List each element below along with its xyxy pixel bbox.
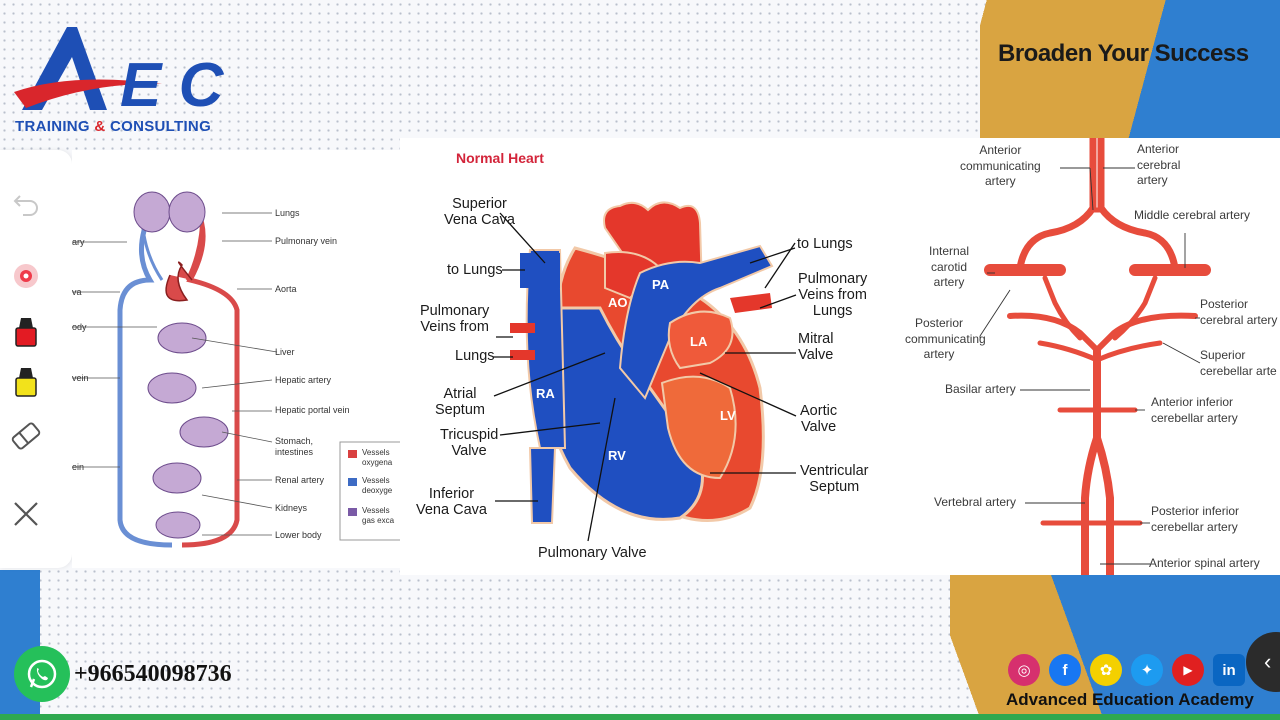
chevron-left-icon[interactable]: ‹	[1246, 632, 1280, 692]
youtube-icon[interactable]: ▶	[1172, 654, 1204, 686]
label-kidneys: Kidneys	[275, 503, 308, 513]
circulation-diagram: Lungs Pulmonary vein Aorta Liver Hepatic…	[72, 150, 400, 568]
close-icon[interactable]	[8, 496, 44, 532]
label-middle-cerebral-artery: Middle cerebral artery	[1134, 208, 1251, 222]
label-to-lungs-right: to Lungs	[797, 236, 853, 252]
label-to-lungs-left: to Lungs	[447, 262, 503, 278]
label-left-ary: ary	[72, 237, 85, 247]
snapchat-icon[interactable]: ✿	[1090, 654, 1122, 686]
label-basilar-artery: Basilar artery	[945, 382, 1016, 396]
linkedin-icon[interactable]: in	[1213, 654, 1245, 686]
tagline: Broaden Your Success	[998, 40, 1249, 67]
annotation-toolbar	[0, 150, 72, 568]
bottom-accent-bar	[0, 714, 1280, 720]
whatsapp-icon[interactable]	[14, 646, 70, 702]
label-vertebral-artery: Vertebral artery	[934, 495, 1017, 509]
label-anterior-spinal-artery: Anterior spinal artery	[1149, 556, 1260, 570]
undo-icon[interactable]	[8, 184, 44, 220]
instagram-icon[interactable]: ◎	[1008, 654, 1040, 686]
svg-text:E C: E C	[120, 51, 225, 117]
chamber-ao: AO	[608, 295, 628, 310]
label-renal-artery: Renal artery	[275, 475, 325, 485]
chamber-la: LA	[690, 334, 708, 349]
academy-name: Advanced Education Academy	[1006, 690, 1254, 709]
label-aorta: Aorta	[275, 284, 297, 294]
yellow-highlighter-icon[interactable]	[8, 364, 44, 400]
label-stomach: Stomach,	[275, 436, 314, 446]
label-intestines: intestines	[275, 447, 314, 457]
chamber-ra: RA	[536, 386, 555, 401]
label-lower-body: Lower body	[275, 530, 322, 540]
header-decoration	[980, 0, 1280, 140]
label-liver: Liver	[275, 347, 295, 357]
red-pen-icon[interactable]	[8, 314, 44, 350]
logo-subtitle: TRAINING & CONSULTING	[15, 118, 212, 135]
label-pulmonary-valve: Pulmonary Valve	[538, 545, 647, 561]
heart-diagram: Normal Heart AO P	[400, 138, 905, 575]
label-hepatic-portal-vein: Hepatic portal vein	[275, 405, 350, 415]
heart-title: Normal Heart	[456, 150, 544, 166]
aec-logo: E C	[12, 22, 227, 137]
chamber-rv: RV	[608, 448, 626, 463]
chamber-lv: LV	[720, 408, 736, 423]
label-hepatic-artery: Hepatic artery	[275, 375, 332, 385]
label-left-ody: ody	[72, 322, 87, 332]
label-left-vein: vein	[72, 373, 89, 383]
social-icons: ◎ f ✿ ✦ ▶ in	[1008, 654, 1245, 686]
label-lungs: Lungs	[275, 208, 300, 218]
laser-pointer-icon[interactable]	[8, 258, 44, 294]
label-left-va: va	[72, 287, 82, 297]
label-pulmonary-vein: Pulmonary vein	[275, 236, 338, 246]
eraser-icon[interactable]	[8, 418, 44, 454]
phone-number: +966540098736	[74, 660, 232, 687]
label-lungs: Lungs	[455, 348, 495, 364]
facebook-icon[interactable]: f	[1049, 654, 1081, 686]
contact-phone: +966540098736	[14, 646, 232, 702]
chamber-pa: PA	[652, 277, 670, 292]
label-left-ein: ein	[72, 462, 85, 472]
twitter-icon[interactable]: ✦	[1131, 654, 1163, 686]
